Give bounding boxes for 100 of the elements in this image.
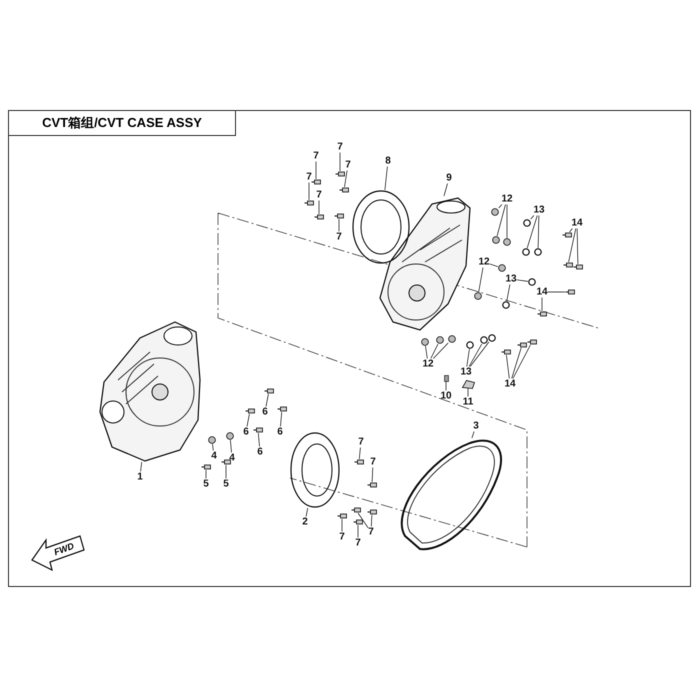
- bolt-icon: [311, 179, 321, 185]
- nut-icon: [474, 292, 482, 300]
- leader-line: [308, 182, 310, 200]
- leader-line: [344, 170, 348, 188]
- callout-number: 7: [316, 190, 322, 200]
- callout-number: 5: [203, 478, 209, 490]
- callout-number: 6: [262, 406, 268, 418]
- bolt-icon: [562, 232, 572, 238]
- leader-line: [516, 279, 528, 282]
- nut-icon: [448, 335, 456, 343]
- callout-number: 7: [306, 172, 312, 182]
- case-cover-drawing: [378, 196, 472, 332]
- bolt-icon: [221, 459, 231, 465]
- leader-line: [530, 215, 534, 220]
- leader-line: [425, 346, 428, 359]
- washer-icon: [488, 334, 496, 342]
- callout-number: 6: [277, 426, 283, 438]
- callout-number: 14: [504, 378, 516, 390]
- nut-icon: [226, 432, 234, 440]
- bolt-icon: [337, 513, 347, 519]
- leader-line: [280, 412, 282, 427]
- leader-line: [212, 444, 214, 451]
- leader-line: [470, 342, 490, 367]
- callout-number: 7: [358, 436, 364, 448]
- callout-number: 2: [302, 516, 308, 528]
- leader-line: [498, 204, 502, 208]
- callout-number: 8: [385, 156, 391, 166]
- callout-number: 13: [460, 366, 472, 378]
- leader-line: [246, 414, 250, 427]
- title: CVT箱组/CVT CASE ASSY: [8, 110, 236, 136]
- leader-line: [444, 183, 448, 196]
- callout-number: 7: [336, 232, 342, 242]
- leader-line: [358, 512, 369, 528]
- leader-line: [140, 462, 142, 472]
- bolt-icon: [277, 406, 287, 412]
- nut-icon: [498, 264, 506, 272]
- bolt-icon: [335, 171, 345, 177]
- callout-number: 6: [257, 446, 263, 458]
- leader-line: [511, 348, 522, 379]
- leader-line: [496, 204, 506, 236]
- gasket-drawing: [290, 432, 340, 508]
- leader-line: [506, 284, 510, 302]
- leader-line: [512, 344, 531, 379]
- leader-line: [506, 354, 510, 379]
- leader-line: [489, 264, 498, 268]
- leader-line: [384, 166, 388, 190]
- leader-line: [538, 215, 540, 248]
- leader-line: [506, 204, 508, 238]
- nut-icon: [436, 336, 444, 344]
- nut-icon: [492, 236, 500, 244]
- case-cover-drawing: [99, 320, 201, 462]
- callout-number: 7: [345, 160, 351, 170]
- bolt-icon: [245, 408, 255, 414]
- bolt-icon: [351, 507, 361, 513]
- leader-line: [478, 267, 484, 292]
- leader-line: [466, 348, 470, 367]
- bolt-icon: [573, 264, 583, 270]
- bolt-icon: [314, 214, 324, 220]
- bolt-icon: [201, 464, 211, 470]
- callout-number: 11: [462, 396, 474, 408]
- washer-icon: [528, 278, 536, 286]
- leader-line: [569, 228, 573, 232]
- leader-line: [358, 447, 361, 460]
- leader-line: [432, 342, 449, 359]
- callout-number: 13: [533, 204, 545, 216]
- leader-line: [472, 431, 474, 438]
- bolt-icon: [353, 519, 363, 525]
- callout-number: 7: [370, 456, 376, 468]
- bolt-icon: [339, 187, 349, 193]
- callout-number: 12: [478, 256, 490, 268]
- nut-icon: [208, 436, 216, 444]
- callout-number: 7: [339, 532, 345, 542]
- callout-number: 9: [446, 172, 452, 184]
- callout-number: 13: [505, 274, 517, 284]
- bolt-icon: [253, 427, 263, 433]
- leader-line: [430, 344, 438, 359]
- leader-line: [370, 514, 372, 527]
- leader-line: [568, 228, 576, 262]
- bolt-icon: [367, 482, 377, 488]
- washer-icon: [480, 336, 488, 344]
- nut-icon: [421, 338, 429, 346]
- nut-icon: [491, 208, 499, 216]
- callout-number: 14: [536, 286, 548, 298]
- leader-line: [576, 228, 578, 264]
- callout-number: 4: [229, 452, 235, 464]
- callout-number: 1: [137, 472, 143, 482]
- bolt-icon: [264, 388, 274, 394]
- leader-line: [230, 440, 232, 453]
- bracket-icon: [462, 380, 474, 388]
- callout-number: 10: [440, 390, 452, 402]
- bolt-icon: [537, 311, 547, 317]
- leader-line: [258, 432, 260, 447]
- bolt-icon: [517, 342, 527, 348]
- washer-icon: [534, 248, 542, 256]
- washer-icon: [502, 301, 510, 309]
- bolt-icon: [527, 339, 537, 345]
- leader-line: [318, 200, 320, 214]
- washer-icon: [522, 248, 530, 256]
- callout-number: 7: [337, 142, 343, 152]
- bolt-icon: [304, 200, 314, 206]
